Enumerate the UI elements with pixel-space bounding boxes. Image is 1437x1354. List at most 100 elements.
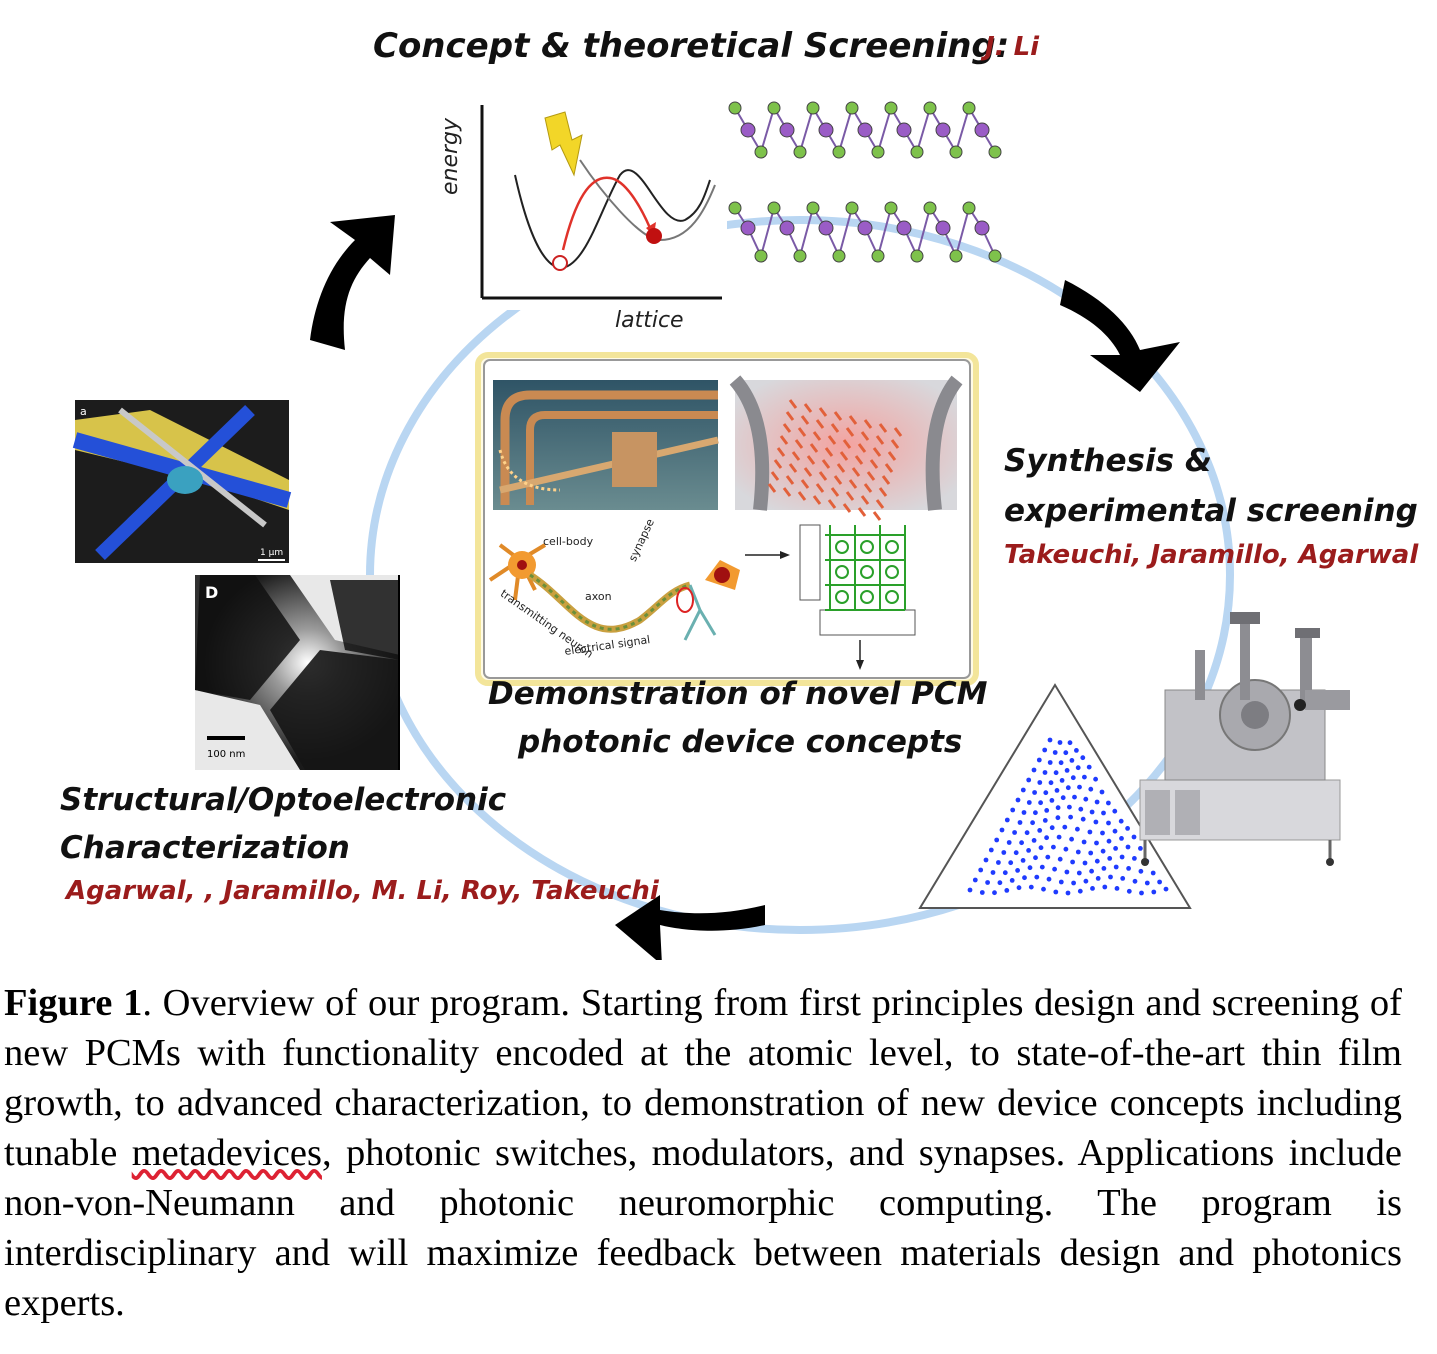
metasurface-element — [830, 423, 840, 433]
composition-point — [1045, 854, 1051, 860]
demonstration-title-line1: Demonstration of novel PCM — [488, 676, 988, 712]
metasurface-element — [824, 447, 834, 457]
composition-point — [1002, 870, 1008, 876]
tem-panel-letter: D — [205, 583, 218, 602]
metasurface-element — [845, 491, 855, 501]
composition-point — [1026, 848, 1031, 853]
composition-point — [1053, 889, 1059, 895]
composition-point — [1150, 870, 1156, 876]
composition-point — [988, 847, 994, 853]
composition-point — [1004, 817, 1010, 823]
deposition-system-photo — [1139, 612, 1350, 866]
composition-point — [1099, 789, 1105, 795]
composition-point — [1138, 868, 1144, 874]
synapse-grid-node — [885, 590, 899, 604]
lattice-atom-green — [793, 145, 807, 159]
composition-point — [1019, 840, 1024, 846]
composition-point — [1064, 768, 1070, 773]
composition-point — [1100, 848, 1106, 854]
composition-point — [1083, 878, 1089, 884]
metasurface-element — [779, 435, 789, 445]
composition-point — [1106, 838, 1112, 844]
lattice-atom-purple — [740, 220, 756, 236]
composition-point — [1075, 765, 1081, 771]
lattice-atom-purple — [935, 122, 951, 138]
composition-point — [1108, 874, 1113, 880]
metasurface-element — [833, 475, 843, 485]
caption-label: Figure 1 — [4, 982, 143, 1024]
metasurface-element — [800, 479, 810, 489]
metasurface-element — [797, 427, 807, 437]
composition-point — [1082, 860, 1088, 866]
composition-point — [1047, 760, 1053, 765]
lattice-atom-green — [871, 145, 885, 159]
composition-point — [1131, 834, 1137, 840]
lattice-atom-purple — [740, 122, 756, 138]
metasurface-element — [767, 483, 777, 493]
composition-point — [1037, 780, 1043, 785]
composition-point — [1049, 798, 1055, 803]
characterization-stage-authors: Agarwal, , Jaramillo, M. Li, Roy, Takeuc… — [66, 876, 659, 906]
composition-point — [1163, 886, 1169, 892]
metasurface-element — [812, 495, 822, 505]
lattice-atom-green — [910, 145, 924, 159]
composition-point — [1041, 886, 1046, 892]
lattice-atom-green — [754, 145, 768, 159]
composition-point — [1043, 790, 1049, 796]
lattice-atom-purple — [935, 220, 951, 236]
metasurface-element — [791, 451, 801, 461]
metasurface-element — [842, 503, 852, 513]
lattice-atom-purple — [896, 220, 912, 236]
composition-point — [972, 877, 978, 883]
metasurface-element — [863, 419, 873, 429]
metasurface-element — [875, 435, 885, 445]
synapse-grid-node — [885, 565, 899, 579]
synapse-grid-node — [860, 565, 874, 579]
program-cycle-diagram: cell-body axon synapse transmitting neur… — [60, 26, 1418, 960]
composition-point — [1101, 866, 1107, 871]
composition-triangle — [918, 683, 1192, 909]
composition-point — [1106, 800, 1111, 806]
lattice-atom-green — [923, 201, 937, 215]
composition-point — [1068, 814, 1073, 820]
synthesis-stage-title-line2: experimental screening — [1004, 493, 1418, 529]
metasurface-element — [875, 499, 885, 509]
metasurface-element — [797, 491, 807, 501]
metasurface-element — [884, 463, 894, 473]
composition-point — [1053, 770, 1059, 776]
composition-point — [1052, 866, 1057, 872]
composition-point — [1078, 806, 1084, 812]
composition-point — [1080, 755, 1086, 761]
composition-point — [1094, 799, 1100, 805]
composition-point — [1030, 820, 1035, 826]
composition-point — [992, 890, 997, 896]
composition-point — [1069, 836, 1074, 842]
lattice-atom-green — [845, 201, 859, 215]
lattice-atom-purple — [896, 122, 912, 138]
composition-point — [1042, 770, 1048, 775]
composition-point — [1089, 809, 1095, 815]
lattice-atom-purple — [857, 122, 873, 138]
metasurface-element — [863, 483, 873, 493]
composition-point — [1056, 834, 1062, 840]
synapse-grid-node — [835, 565, 849, 579]
synthesis-stage-title-line1: Synthesis & — [1004, 443, 1212, 479]
metasurface-element — [860, 431, 870, 441]
crystal-lattice-structures — [728, 101, 1002, 263]
metasurface-element — [815, 483, 825, 493]
composition-point — [1067, 804, 1072, 810]
metasurface-element — [773, 459, 783, 469]
composition-point — [996, 860, 1001, 865]
composition-point — [1017, 820, 1023, 825]
lattice-atom-green — [988, 145, 1002, 159]
composition-point — [1151, 889, 1157, 895]
arrow-left — [615, 895, 765, 960]
composition-point — [1044, 808, 1050, 813]
axon-label: axon — [585, 590, 612, 603]
composition-point — [1067, 740, 1073, 746]
composition-point — [1114, 886, 1120, 891]
composition-point — [1082, 774, 1087, 780]
composition-point — [967, 887, 973, 893]
metasurface-element — [806, 455, 816, 465]
composition-point — [1042, 747, 1048, 753]
